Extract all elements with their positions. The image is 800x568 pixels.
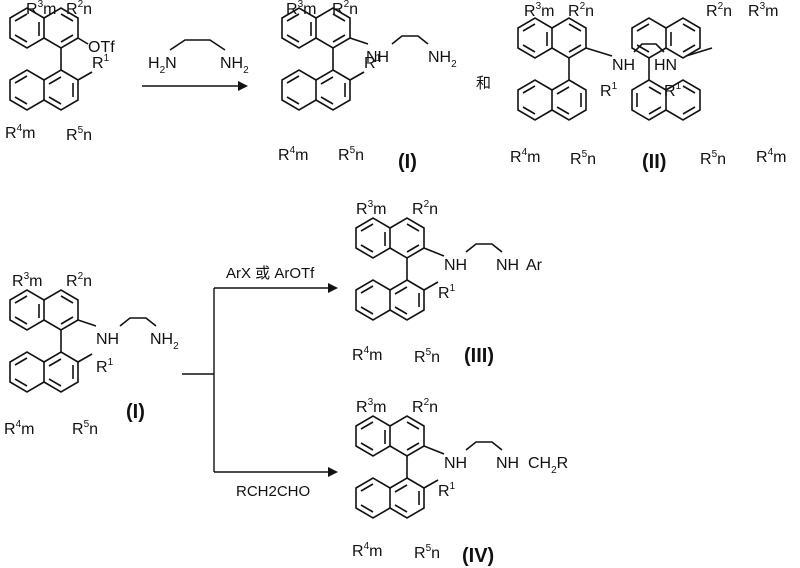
svg-text:R1: R1 [96, 357, 114, 376]
svg-text:R1: R1 [600, 81, 618, 100]
svg-text:NH: NH [96, 331, 119, 348]
product-II: NH HN R1 R1 R3m R2n R2n R3m R4m R5n R5n … [510, 1, 786, 173]
product-IV: NH NH CH2R R1 R3m R2n R4m R5n (IV) [352, 397, 568, 567]
svg-text:R4m: R4m [4, 419, 34, 438]
svg-text:R2n: R2n [412, 199, 438, 218]
svg-text:R2n: R2n [412, 397, 438, 416]
compound-label-I: (I) [398, 151, 417, 173]
svg-text:R5n: R5n [414, 347, 440, 366]
svg-text:NH2: NH2 [150, 331, 179, 352]
svg-text:NH: NH [444, 455, 467, 472]
svg-text:R2n: R2n [706, 1, 732, 20]
product-I-top: NH NH2 R1 R3m R2n R4m R5n (I) [278, 0, 457, 173]
svg-text:NH: NH [496, 257, 519, 274]
svg-text:R4m: R4m [510, 147, 540, 166]
svg-text:R4m: R4m [756, 147, 786, 166]
compound-I-bottom: NH NH2 R1 R3m R2n R4m R5n (I) [4, 271, 179, 438]
svg-text:R5n: R5n [700, 149, 726, 168]
svg-text:R2n: R2n [332, 0, 358, 18]
svg-text:R3m: R3m [356, 199, 386, 218]
svg-text:NH: NH [366, 49, 389, 66]
svg-text:NH: NH [444, 257, 467, 274]
svg-text:R2n: R2n [66, 0, 92, 18]
svg-text:R3m: R3m [356, 397, 386, 416]
svg-text:R1: R1 [438, 283, 456, 302]
reagent-aldehyde: RCH2CHO [236, 483, 310, 500]
svg-text:R3m: R3m [748, 1, 778, 20]
svg-text:R5n: R5n [570, 149, 596, 168]
svg-text:NH2: NH2 [220, 55, 249, 76]
compound-label-III: (III) [464, 345, 494, 367]
svg-text:R4m: R4m [5, 123, 35, 142]
svg-text:R1: R1 [438, 481, 456, 500]
product-III: NH NH Ar R1 R3m R2n R4m R5n (III) [352, 199, 543, 367]
reaction-arrow-1: H2N NH2 [142, 39, 249, 91]
svg-text:R5n: R5n [66, 125, 92, 144]
svg-text:R3m: R3m [26, 0, 56, 18]
branch-arrows: ArX 或 ArOTf RCH2CHO [182, 265, 338, 500]
svg-text:NH2: NH2 [428, 49, 457, 70]
svg-text:R3m: R3m [12, 271, 42, 290]
svg-text:R1: R1 [664, 81, 682, 100]
svg-text:R2n: R2n [66, 271, 92, 290]
svg-text:R5n: R5n [414, 543, 440, 562]
svg-text:R4m: R4m [352, 345, 382, 364]
svg-text:R3m: R3m [286, 0, 316, 18]
compound-label-II: (II) [642, 151, 666, 173]
compound-label-I-bottom: (I) [126, 401, 145, 423]
svg-text:NH: NH [612, 57, 635, 74]
svg-text:R4m: R4m [278, 145, 308, 164]
svg-text:NH: NH [496, 455, 519, 472]
svg-text:R5n: R5n [72, 419, 98, 438]
svg-text:H2N: H2N [148, 55, 177, 76]
svg-text:R3m: R3m [524, 1, 554, 20]
svg-text:R5n: R5n [338, 145, 364, 164]
svg-text:Ar: Ar [526, 257, 543, 274]
conjunction-and: 和 [476, 75, 491, 92]
svg-text:CH2R: CH2R [528, 455, 568, 476]
svg-text:R2n: R2n [568, 1, 594, 20]
svg-text:R4m: R4m [352, 541, 382, 560]
compound-label-IV: (IV) [462, 545, 494, 567]
svg-text:R1: R1 [92, 53, 110, 72]
otf-label: OTf [88, 39, 115, 56]
triflate-starting-material: OTf R1 R3m R2n R4m R5n [5, 0, 115, 144]
svg-text:R1: R1 [364, 53, 382, 72]
svg-text:HN: HN [654, 57, 677, 74]
reagent-arx-or-arotf: ArX 或 ArOTf [226, 265, 315, 282]
